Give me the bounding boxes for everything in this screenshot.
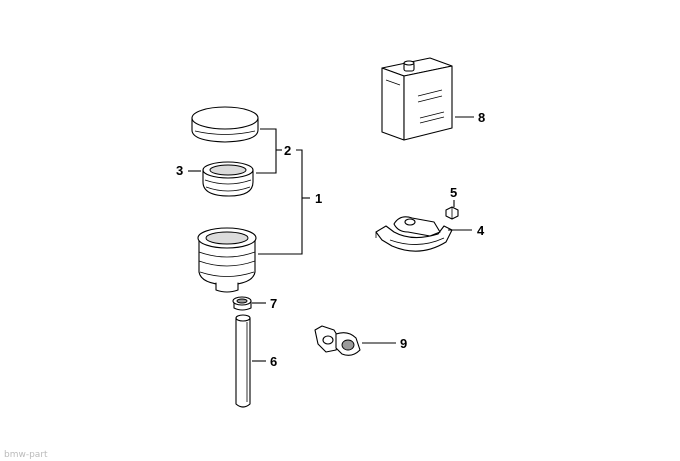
- callout-8: 8: [478, 110, 485, 125]
- reservoir-cap: [191, 106, 259, 143]
- callout-9: 9: [400, 336, 407, 351]
- callout-2: 2: [284, 143, 291, 158]
- hose: [235, 314, 251, 408]
- fluid-can: [381, 57, 453, 141]
- callout-3: 3: [176, 163, 183, 178]
- callout-7: 7: [270, 296, 277, 311]
- reservoir-body: [197, 227, 257, 293]
- callout-6: 6: [270, 354, 277, 369]
- callout-5: 5: [450, 185, 457, 200]
- callout-1: 1: [315, 191, 322, 206]
- seal-ring: [202, 161, 254, 197]
- pipe-clip: [314, 325, 361, 356]
- watermark: bmw-part: [4, 450, 48, 460]
- retaining-bracket: [375, 216, 453, 252]
- screw: [445, 206, 459, 220]
- leader-lines: [188, 116, 474, 362]
- callout-4: 4: [477, 223, 485, 238]
- hose-clamp: [232, 296, 252, 311]
